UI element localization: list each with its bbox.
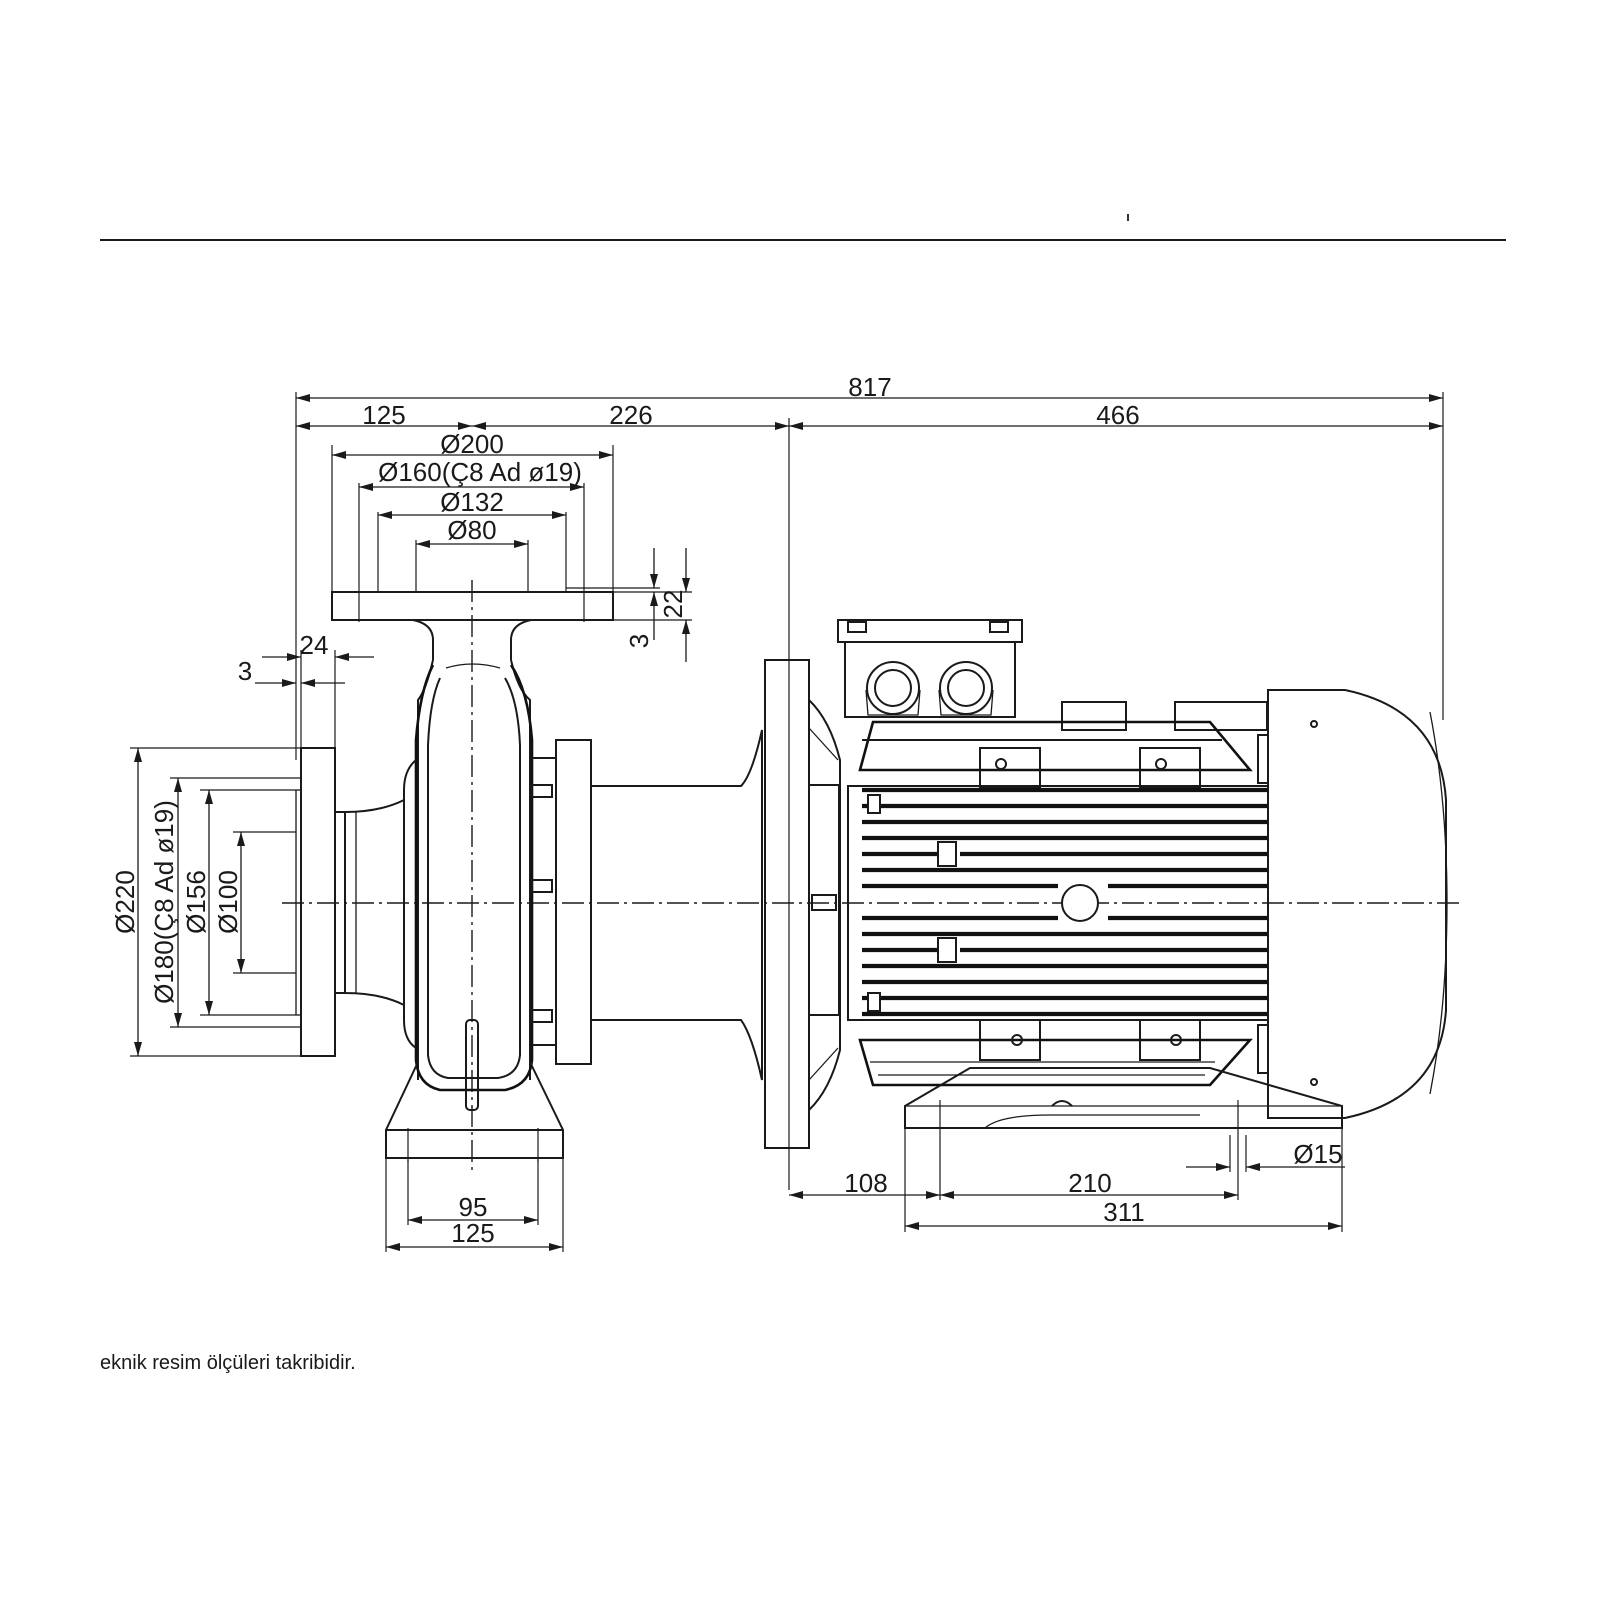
dim-discharge-flange-od: Ø200 [440, 429, 504, 459]
dim-suction-flange-thickness: 24 [300, 630, 329, 660]
dim-pump-foot-hole-spacing: 95 [459, 1192, 488, 1222]
dim-pump-foot-width: 125 [451, 1218, 494, 1248]
rule-tick-mark [1127, 214, 1129, 221]
pump-casing [295, 591, 614, 1162]
title-block-rule [100, 239, 1506, 241]
dim-motor-foot-offset: 108 [844, 1168, 887, 1198]
dim-discharge-bolt-circle: Ø160(Ç8 Ad ø19) [378, 457, 582, 487]
drawing-note: eknik resim ölçüleri takribidir. [100, 1352, 356, 1374]
dim-motor-foot-length: 311 [1103, 1197, 1144, 1227]
dimension-lines [130, 392, 1444, 1252]
dim-discharge-bore: Ø80 [447, 515, 496, 545]
dim-suction-raised-face-height: 3 [238, 656, 252, 686]
dim-adapter-length: 226 [609, 400, 652, 430]
dim-suction-bolt-circle: Ø180(Ç8 Ad ø19) [149, 800, 179, 1004]
center-lines [282, 580, 1460, 1170]
dim-motor-length: 466 [1096, 400, 1139, 430]
electric-motor [837, 619, 1448, 1135]
dim-motor-foot-hole-spacing: 210 [1068, 1168, 1111, 1198]
dim-discharge-raised-face-height: 3 [624, 634, 654, 648]
adapter-lantern [591, 659, 841, 1149]
dim-motor-foot-hole-dia: Ø15 [1293, 1139, 1342, 1169]
dim-pump-length: 125 [362, 400, 405, 430]
dim-discharge-raised-face: Ø132 [440, 487, 504, 517]
dim-suction-bore: Ø100 [213, 870, 243, 934]
dim-suction-flange-od: Ø220 [110, 870, 140, 934]
dim-discharge-flange-thickness: 22 [658, 590, 688, 619]
dim-suction-raised-face: Ø156 [181, 870, 211, 934]
dimension-labels: 817 125 226 466 Ø200 Ø160(Ç8 Ad ø19) Ø13… [110, 372, 1343, 1248]
dim-overall-length: 817 [848, 372, 891, 402]
cooling-fins [862, 787, 1268, 1017]
